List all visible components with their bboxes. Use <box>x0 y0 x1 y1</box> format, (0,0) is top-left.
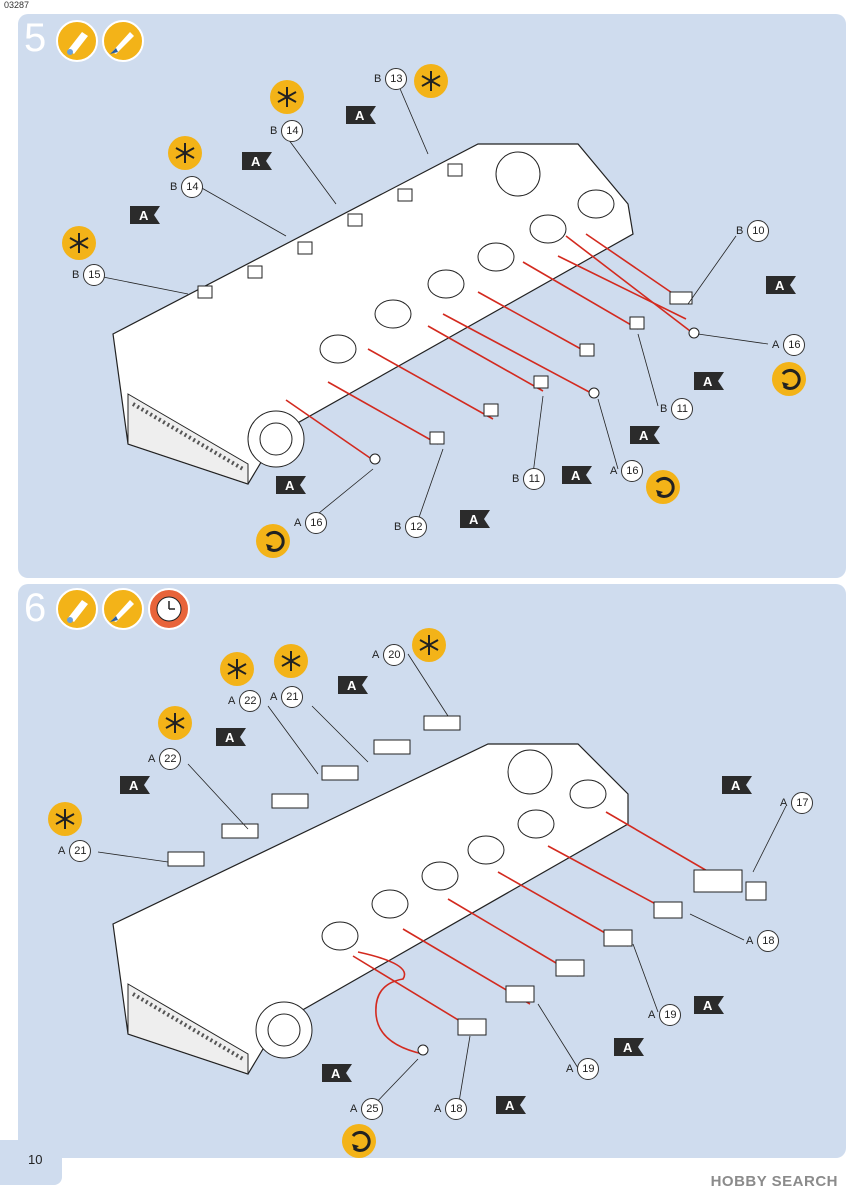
flag-letter: A <box>139 208 149 223</box>
paint-marker-icon <box>48 802 82 836</box>
flag-marker: A <box>694 996 724 1014</box>
flag-letter: A <box>469 512 479 527</box>
flag-letter: A <box>571 468 581 483</box>
flag-marker: A <box>630 426 660 444</box>
flag-letter: A <box>129 778 139 793</box>
flag-marker: A <box>322 1064 352 1082</box>
step-number: 6 <box>24 586 47 630</box>
flag-marker: A <box>460 510 490 528</box>
flag-letter: A <box>623 1040 633 1055</box>
rotate-icon <box>342 1124 376 1158</box>
paint-brush-icon <box>102 20 144 62</box>
paint-brush-icon <box>102 588 144 630</box>
document-code: 03287 <box>4 0 30 10</box>
watermark: HOBBY SEARCH <box>710 1173 838 1190</box>
engine-block-drawing-step5 <box>97 83 769 527</box>
paint-marker-icon <box>414 64 448 98</box>
rotate-icon <box>772 362 806 396</box>
paint-marker-icon <box>158 706 192 740</box>
flag-letter: A <box>251 154 261 169</box>
flag-marker: A <box>722 776 752 794</box>
step-5-panel: 5 <box>18 14 846 578</box>
paint-marker-icon <box>274 644 308 678</box>
glue-icon <box>56 588 98 630</box>
engine-block-drawing-step6 <box>97 653 787 1109</box>
flag-marker: A <box>766 276 796 294</box>
page-number: 10 <box>28 1152 43 1167</box>
flag-letter: A <box>703 998 713 1013</box>
flag-letter: A <box>731 778 741 793</box>
step-6-panel: 6 <box>18 584 846 1158</box>
flag-letter: A <box>331 1066 341 1081</box>
flag-letter: A <box>775 278 785 293</box>
flag-letter: A <box>505 1098 515 1113</box>
paint-marker-icon <box>220 652 254 686</box>
flag-marker: A <box>338 676 368 694</box>
flag-letter: A <box>355 108 365 123</box>
flag-letter: A <box>347 678 357 693</box>
flag-letter: A <box>225 730 235 745</box>
flag-marker: A <box>130 206 160 224</box>
flag-marker: A <box>694 372 724 390</box>
flag-marker: A <box>276 476 306 494</box>
flag-marker: A <box>346 106 376 124</box>
paint-marker-icon <box>62 226 96 260</box>
flag-letter: A <box>285 478 295 493</box>
page-tab <box>0 1140 62 1185</box>
clock-icon <box>148 588 190 630</box>
flag-letter: A <box>703 374 713 389</box>
flag-marker: A <box>496 1096 526 1114</box>
paint-marker-icon <box>412 628 446 662</box>
flag-marker: A <box>614 1038 644 1056</box>
flag-marker: A <box>562 466 592 484</box>
paint-marker-icon <box>270 80 304 114</box>
rotate-icon <box>646 470 680 504</box>
flag-marker: A <box>216 728 246 746</box>
paint-marker-icon <box>168 136 202 170</box>
glue-icon <box>56 20 98 62</box>
flag-marker: A <box>242 152 272 170</box>
flag-marker: A <box>120 776 150 794</box>
step-number: 5 <box>24 16 47 60</box>
rotate-icon <box>256 524 290 558</box>
flag-letter: A <box>639 428 649 443</box>
